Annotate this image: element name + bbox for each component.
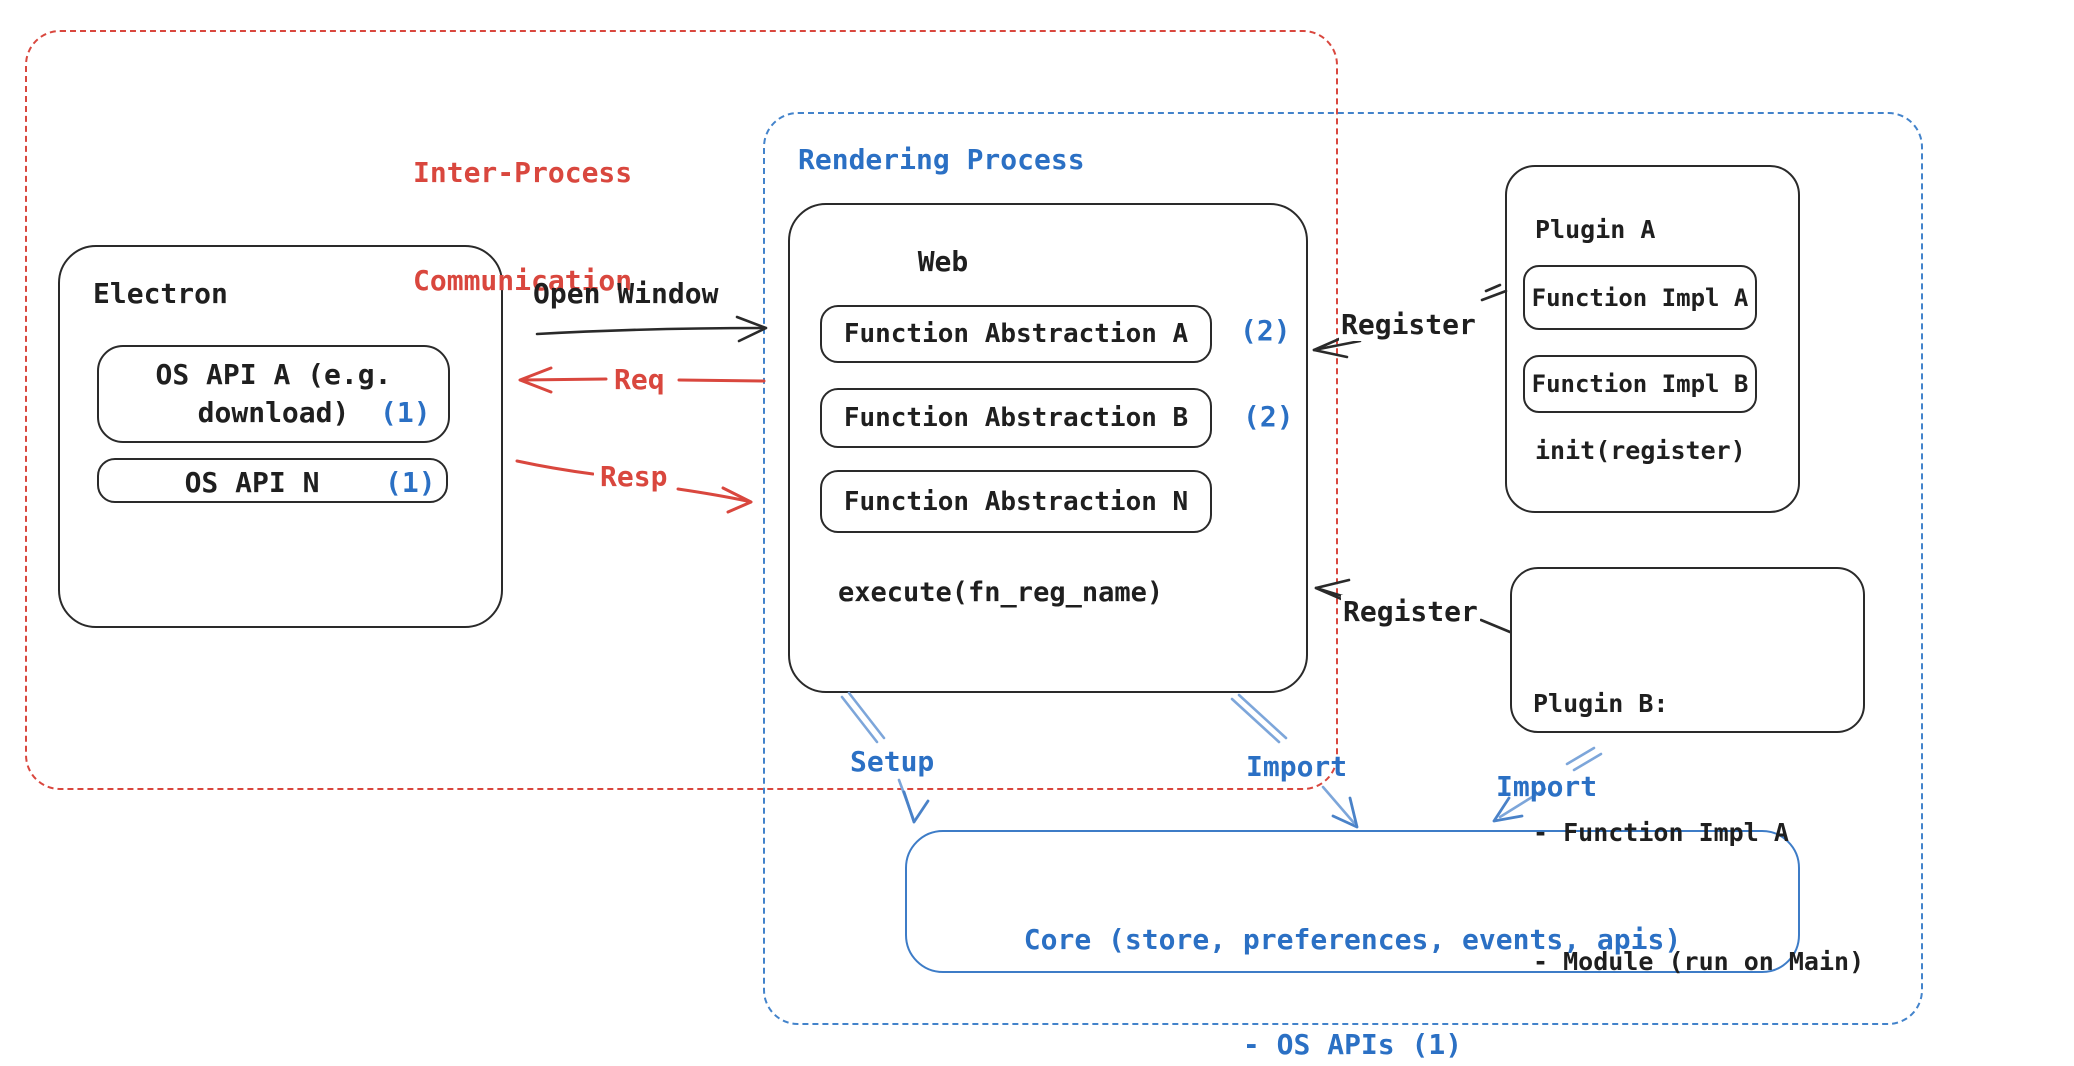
function-abstraction-a-badge: (2) — [1240, 314, 1291, 347]
ipc-label: Inter-Process Communication — [413, 83, 632, 371]
web-title: Web — [917, 244, 969, 278]
plugin-a-box — [1505, 165, 1800, 513]
resp-label: Resp — [594, 460, 674, 493]
function-impl-a-label: Function Impl A — [1531, 283, 1749, 312]
setup-label: Setup — [850, 745, 935, 778]
os-api-a-badge: (1) — [380, 396, 431, 429]
os-api-a-label-line1: OS API A (e.g. — [155, 357, 392, 391]
function-abstraction-a-box — [820, 305, 1212, 363]
core-text: Core (store, preferences, events, apis) … — [905, 852, 1800, 1066]
plugin-a-title: Plugin A — [1535, 215, 1656, 244]
import-web-label: Import — [1246, 750, 1348, 783]
function-abstraction-a-label: Function Abstraction A — [843, 319, 1189, 349]
ipc-label-line2: Communication — [413, 264, 633, 297]
function-abstraction-b-label: Function Abstraction B — [843, 403, 1189, 433]
plugin-b-title: Plugin B: — [1533, 689, 1669, 718]
plugin-b-item-1: - Function Impl A — [1533, 818, 1789, 847]
plugin-b-text: Plugin B: - Function Impl A - Module (ru… — [1533, 596, 1864, 1066]
import-plugin-label: Import — [1496, 770, 1598, 803]
function-impl-b-box — [1523, 355, 1757, 413]
plugin-b-box — [1510, 567, 1865, 733]
function-impl-b-label: Function Impl B — [1531, 370, 1749, 398]
os-api-a-box — [97, 345, 450, 443]
register-a-label: Register — [1339, 308, 1478, 341]
init-register-label: init(register) — [1535, 436, 1746, 465]
register-b-label: Register — [1341, 595, 1480, 628]
core-line-1: Core (store, preferences, events, apis) — [1023, 923, 1682, 956]
function-abstraction-b-box — [820, 388, 1212, 448]
plugin-b-item-2: - Module (run on Main) — [1533, 947, 1865, 976]
os-api-n-badge: (1) — [385, 466, 436, 499]
function-abstraction-b-badge: (2) — [1243, 400, 1294, 433]
function-abstraction-n-box — [820, 470, 1212, 533]
ipc-label-line1: Inter-Process — [413, 156, 633, 189]
core-line-2: - OS APIs (1) — [1242, 1028, 1463, 1061]
function-abstraction-n-label: Function Abstraction N — [843, 486, 1189, 517]
os-api-n-label: OS API N — [184, 465, 320, 499]
electron-box — [58, 245, 503, 628]
function-impl-a-box — [1523, 265, 1757, 330]
open-window-label: Open Window — [533, 277, 719, 310]
req-label: Req — [608, 363, 671, 396]
electron-title: Electron — [93, 277, 228, 310]
web-box — [788, 203, 1308, 693]
rendering-process-label: Rendering Process — [798, 143, 1085, 176]
os-api-a-label-line2: download) — [197, 395, 350, 429]
core-box — [905, 830, 1800, 973]
os-api-n-box — [97, 458, 448, 503]
rendering-process-boundary — [763, 112, 1923, 1025]
ipc-boundary — [25, 30, 1338, 790]
execute-method-label: execute(fn_reg_name) — [838, 577, 1164, 608]
